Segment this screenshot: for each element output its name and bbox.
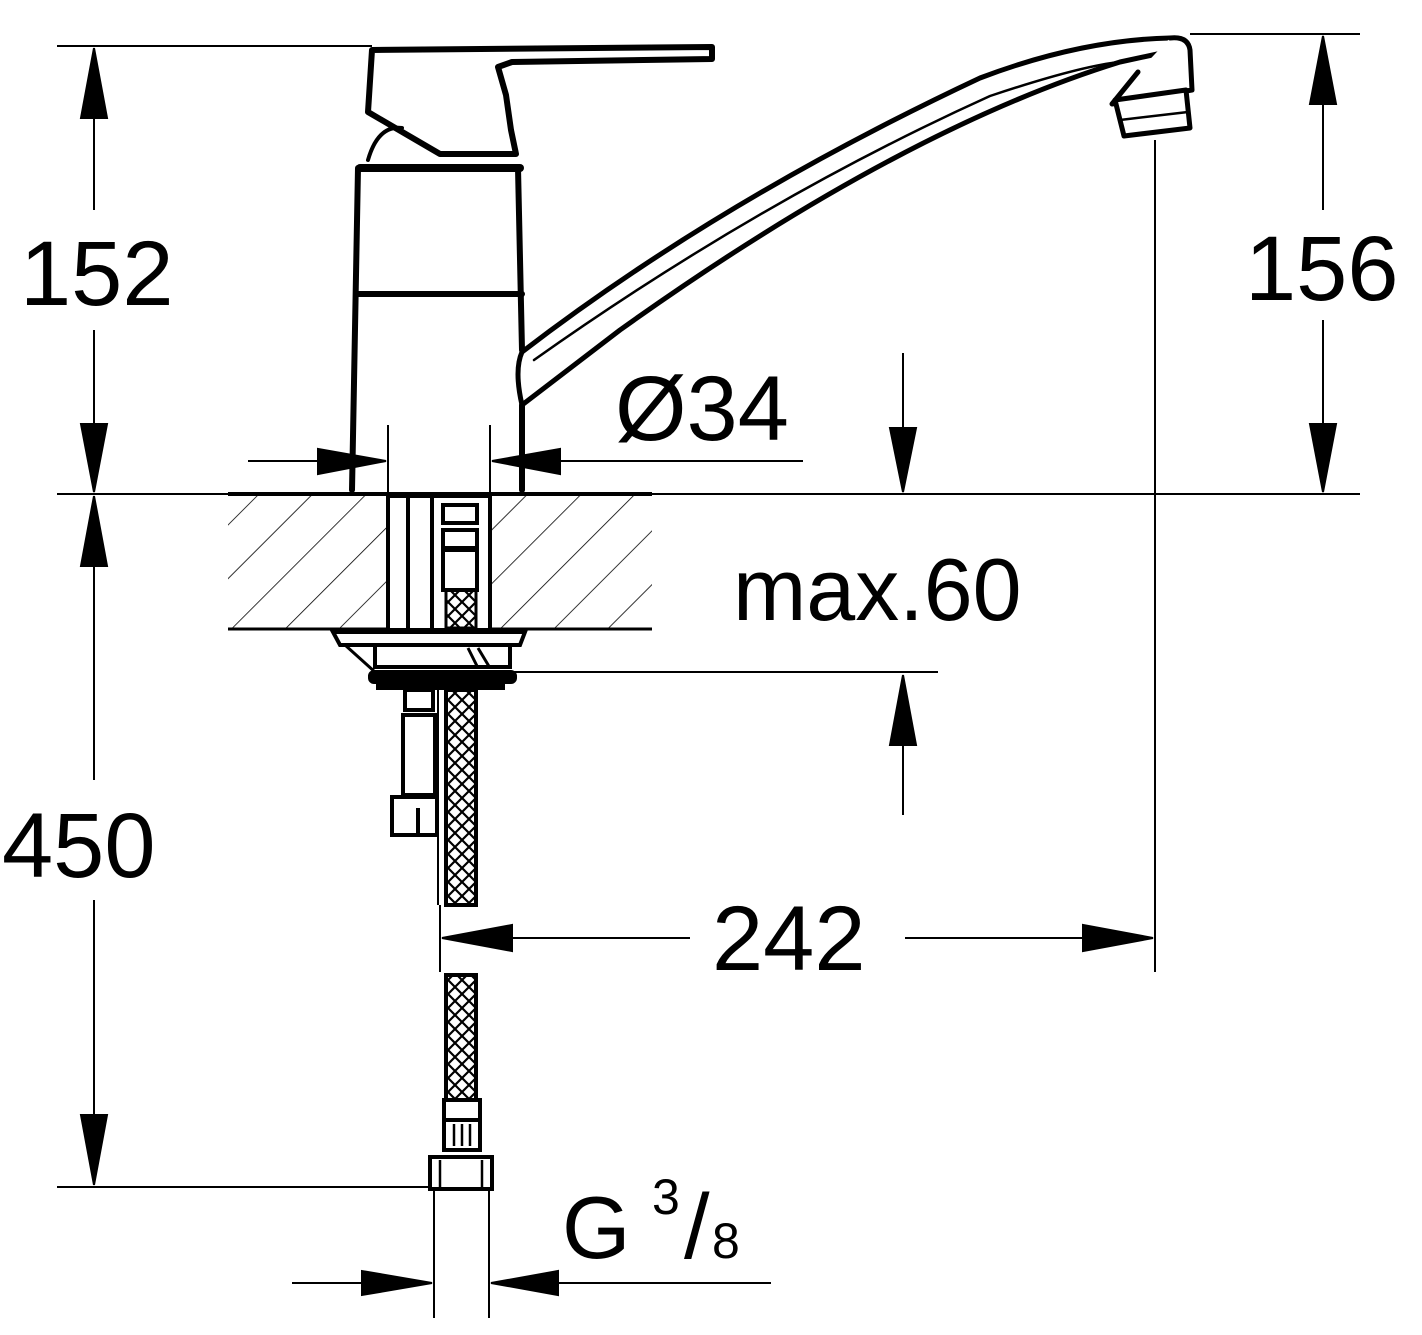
supply-hoses bbox=[390, 688, 494, 1191]
mounting-assembly bbox=[329, 494, 528, 690]
dim-body-height: 152 bbox=[20, 223, 174, 325]
dim-base-diameter: Ø34 bbox=[615, 358, 789, 460]
dim-thread-slash: / bbox=[684, 1176, 710, 1278]
dim-thread-prefix: G bbox=[562, 1178, 630, 1277]
dim-spout-height: 156 bbox=[1245, 218, 1399, 320]
faucet-body bbox=[349, 35, 1195, 493]
dim-hose-length: 450 bbox=[2, 795, 156, 897]
dim-thread-numerator: 3 bbox=[652, 1169, 680, 1225]
dimension-lines bbox=[79, 35, 1338, 1297]
dim-spout-reach: 242 bbox=[712, 888, 866, 990]
dim-thread-denominator: 8 bbox=[712, 1213, 740, 1269]
dim-counter-thickness: max.60 bbox=[733, 540, 1022, 639]
dimension-labels: 152 156 Ø34 max.60 450 242 G 3 / 8 bbox=[2, 218, 1399, 1278]
